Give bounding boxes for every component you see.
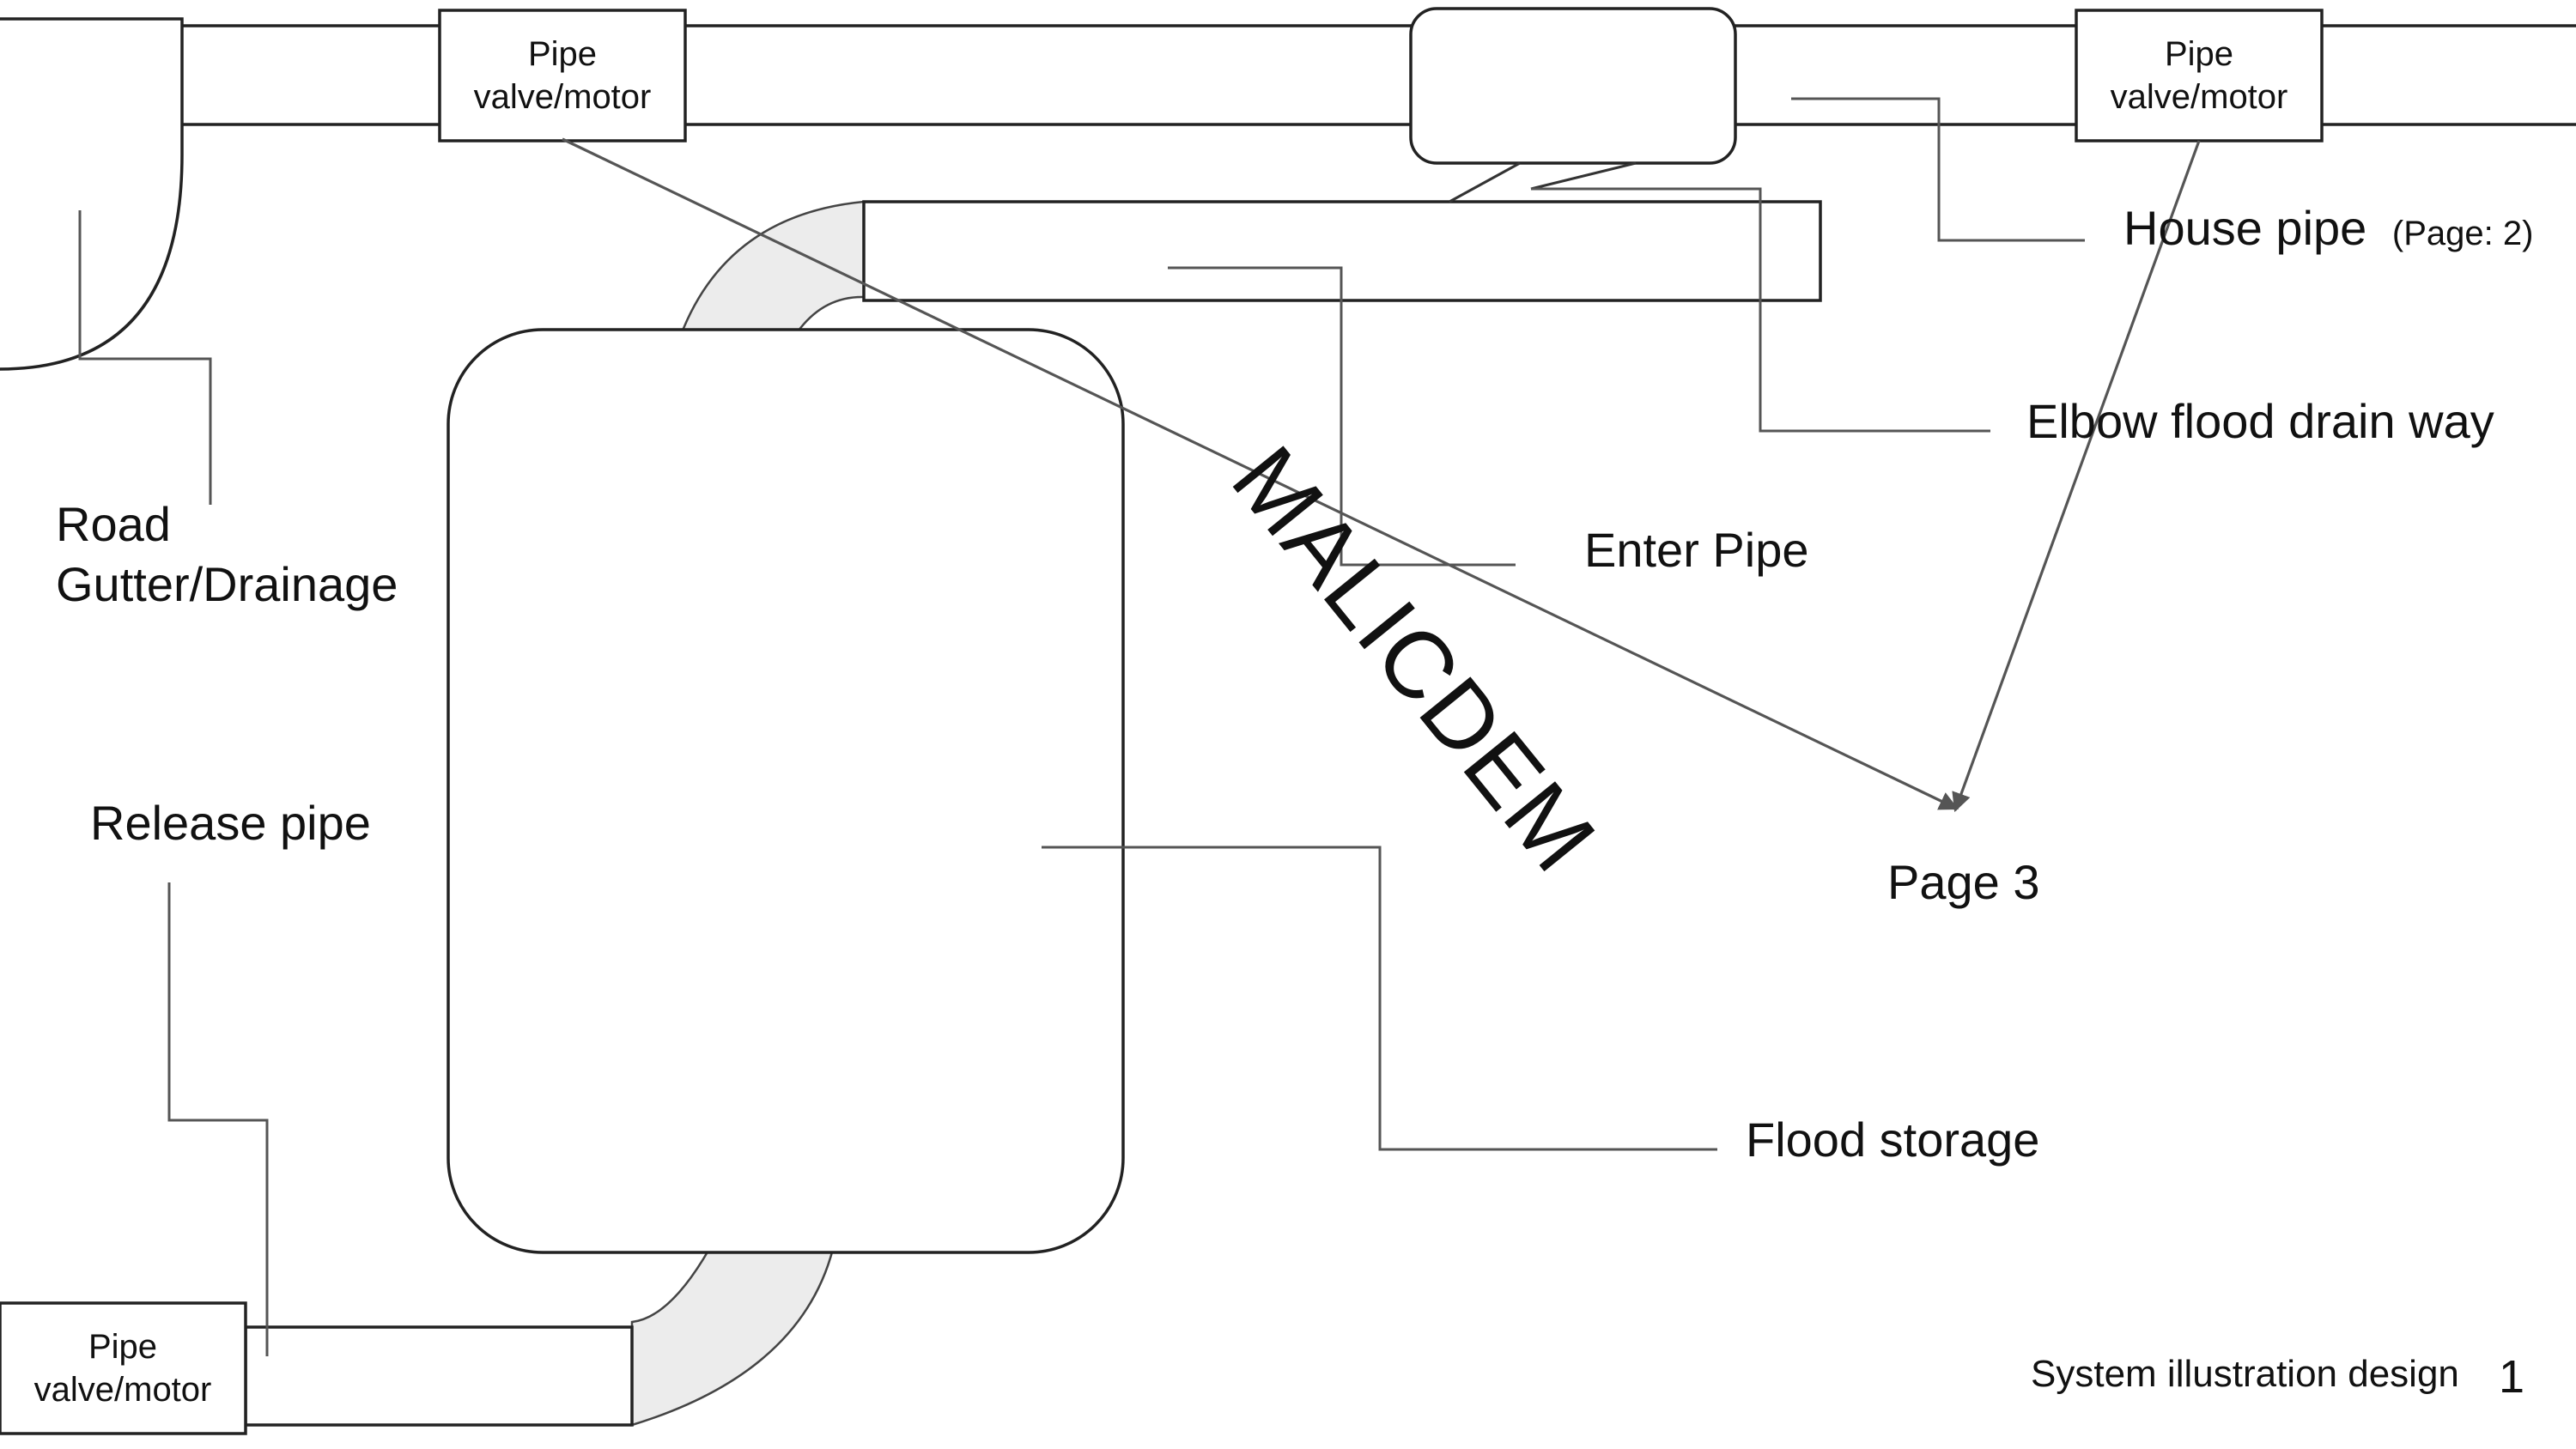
arrow-valve-top-left-to-page-3 [562, 137, 1959, 810]
leader-house-pipe [1791, 97, 2085, 242]
watermark-malicdem: MALICDEM [1212, 427, 1616, 892]
lower-elbow [630, 1247, 835, 1427]
valve-bottom-left-line2: valve/motor [34, 1371, 212, 1409]
arrow-valve-top-right-to-page-3 [1952, 140, 2201, 813]
label-house-pipe-text: House pipe [2123, 201, 2366, 255]
leader-elbow-flood-drain-way [1531, 187, 1990, 433]
label-flood-storage: Flood storage [1746, 1113, 2039, 1167]
label-road-gutter-line1: Road [56, 497, 171, 551]
house-pipe-junction [1409, 7, 1737, 165]
valve-top-left-line2: valve/motor [474, 78, 652, 116]
label-page-3: Page 3 [1887, 855, 2040, 909]
footer-page-number: 1 [2499, 1351, 2524, 1403]
valve-top-left-line1: Pipe [528, 35, 597, 73]
valve-box-top-left: Pipe valve/motor [438, 9, 687, 142]
leader-road-gutter [78, 210, 212, 505]
junction-connector-left [1449, 161, 1521, 203]
valve-bottom-left-line1: Pipe [88, 1328, 157, 1366]
footer-caption: System illustration design [2031, 1353, 2459, 1395]
label-enter-pipe: Enter Pipe [1584, 523, 1809, 577]
label-elbow-flood-drain-way: Elbow flood drain way [2026, 394, 2494, 448]
road-gutter-curve [0, 17, 184, 371]
leader-release-pipe [167, 882, 269, 1356]
label-release-pipe: Release pipe [90, 796, 371, 850]
valve-top-right-line1: Pipe [2165, 35, 2233, 73]
leader-flood-storage [1042, 846, 1717, 1151]
label-house-pipe-ref: (Page: 2) [2392, 215, 2534, 252]
flood-storage-tank [447, 328, 1125, 1254]
valve-box-bottom-left: Pipe valve/motor [0, 1301, 247, 1435]
leader-enter-pipe [1168, 266, 1516, 567]
valve-top-right-line2: valve/motor [2111, 78, 2288, 116]
label-road-gutter-line2: Gutter/Drainage [56, 557, 398, 611]
valve-box-top-right: Pipe valve/motor [2075, 9, 2324, 142]
label-house-pipe: House pipe (Page: 2) [2123, 201, 2533, 255]
junction-connector-right [1530, 161, 1637, 191]
upper-elbow [681, 200, 866, 332]
release-pipe [244, 1325, 634, 1427]
